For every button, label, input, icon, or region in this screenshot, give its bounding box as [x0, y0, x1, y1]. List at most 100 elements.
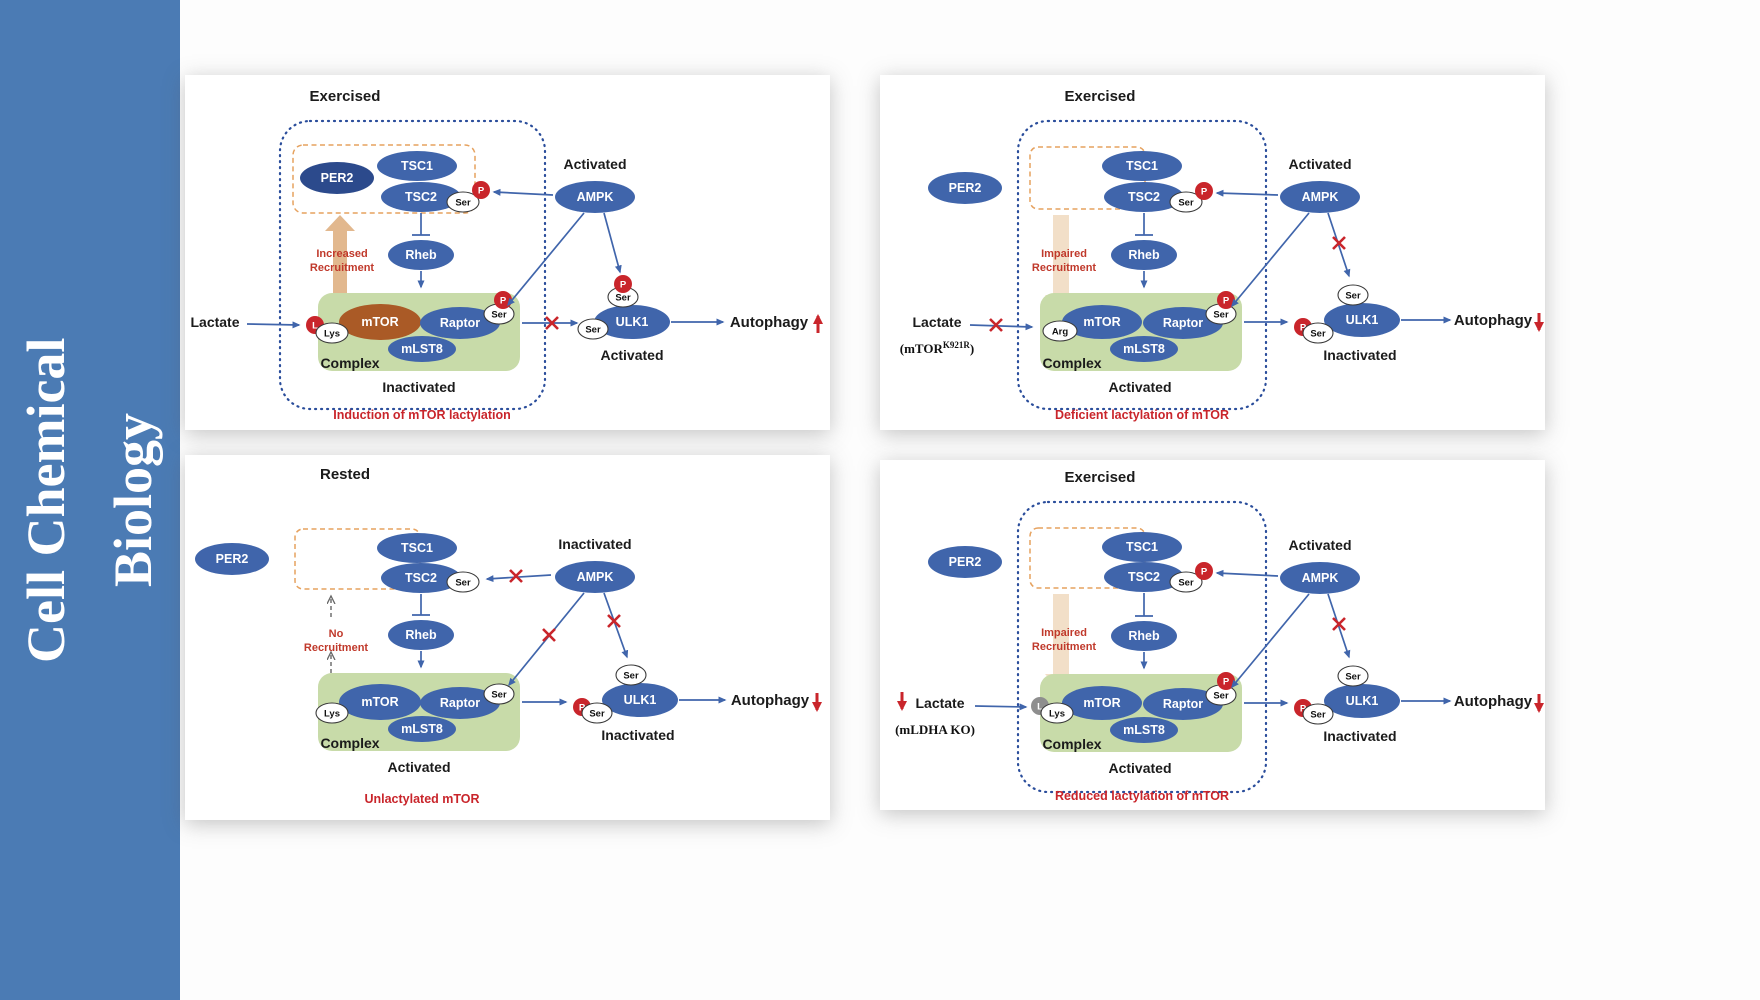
ser-badge-label: Ser [1310, 329, 1326, 340]
per2-node: PER2 [300, 162, 374, 194]
arg-badge: Arg [1042, 320, 1078, 342]
journal-sidebar: Cell Chemical Biology [0, 0, 180, 1000]
ampk-node: AMPK [1280, 181, 1360, 213]
tsc1-label: TSC1 [401, 159, 433, 173]
panel-caption: Deficient lactylation of mTOR [1055, 408, 1229, 422]
autophagy-label: Autophagy [1454, 312, 1533, 329]
ampk-status: Inactivated [558, 536, 631, 552]
tsc1-label: TSC1 [401, 541, 433, 555]
per2-label: PER2 [321, 171, 354, 185]
p-badge-label: P [1223, 677, 1230, 688]
tsc2-ser-badge: Ser [446, 191, 480, 213]
tsc2-ser-badge: Ser [1169, 571, 1203, 593]
tsc2-shape [381, 563, 461, 593]
panel-2-figure: Exercised PER2 TSC1 TSC2 Ser P Activated… [900, 88, 1544, 422]
p-badge-shape [1195, 182, 1213, 200]
tsc1-node: TSC1 [377, 533, 457, 563]
p-badge-label: P [579, 703, 586, 714]
raptor-ser-badge: Ser [483, 683, 515, 705]
mtor-node: mTOR [1062, 686, 1142, 720]
recruitment-word1: Impaired [1041, 248, 1087, 260]
panel-3-figure: Rested PER2 TSC1 TSC2 Ser Inactivated AM… [195, 466, 822, 806]
ampk-label: AMPK [1302, 190, 1339, 204]
complex-label: Complex [1042, 355, 1101, 371]
autophagy-label: Autophagy [730, 314, 809, 331]
panel-rested: Rested PER2 TSC1 TSC2 Ser Inactivated AM… [185, 455, 830, 820]
ser-badge-shape [1337, 665, 1369, 687]
panel-condition-title: Exercised [1065, 469, 1136, 486]
ulk1-node: ULK1 [602, 683, 678, 717]
note-main: (mTOR [900, 341, 944, 356]
p-badge-label: P [1300, 704, 1307, 715]
raptor-label: Raptor [440, 316, 480, 330]
per2-node: PER2 [928, 172, 1002, 204]
rheb-shape [388, 620, 454, 650]
ampk-shape [1280, 562, 1360, 594]
per2-label: PER2 [216, 552, 249, 566]
ulk1-label: ULK1 [624, 693, 657, 707]
ampk-label: AMPK [577, 570, 614, 584]
tsc1-shape [377, 151, 457, 181]
ulk1-label: ULK1 [1346, 694, 1379, 708]
mtor-label: mTOR [1083, 315, 1120, 329]
raptor-shape [1143, 688, 1223, 720]
ser-badge-label: Ser [1345, 672, 1361, 683]
ulk1-status: Activated [600, 347, 663, 363]
arrow-ampk-to-ulk1 [603, 592, 629, 659]
mtor-shape [339, 304, 421, 340]
panel-caption: Reduced lactylation of mTOR [1055, 789, 1229, 803]
recruitment-block-arrow [1045, 594, 1077, 692]
tsc1-shape [377, 533, 457, 563]
ulk1-ser-left-badge: Ser [1302, 703, 1334, 725]
ulk1-node: ULK1 [1324, 303, 1400, 337]
recruitment-block-arrow [1045, 215, 1077, 313]
recruitment-word1: Impaired [1041, 627, 1087, 639]
lys-badge-label: Lys [1049, 709, 1065, 720]
tsc2-phospho-badge: P [1195, 562, 1213, 580]
ampk-shape [555, 561, 635, 593]
arrow-ampk-to-tsc2 [1215, 569, 1279, 577]
ser-badge-shape [1337, 284, 1369, 306]
per2-label: PER2 [949, 181, 982, 195]
ser-badge-shape [1302, 322, 1334, 344]
ulk1-ser-left-badge: Ser [1302, 322, 1334, 344]
ulk1-ser-left-badge: Ser [577, 318, 609, 340]
lys-badge-shape [1040, 702, 1074, 724]
complex-status: Inactivated [382, 379, 455, 395]
lactate-label: Lactate [912, 314, 961, 330]
arrow-lactate-to-mtor [974, 703, 1028, 711]
per2-node: PER2 [928, 546, 1002, 578]
p-badge-label: P [500, 296, 507, 307]
recruitment-dashed-box [294, 528, 421, 590]
ampk-status: Activated [1288, 537, 1351, 553]
per2-shape [195, 543, 269, 575]
complex-label: Complex [1042, 736, 1101, 752]
tsc1-node: TSC1 [1102, 532, 1182, 562]
tsc2-node: TSC2 [1104, 562, 1184, 592]
lys-badge-shape [315, 702, 349, 724]
panel-condition-title: Exercised [310, 88, 381, 105]
block-x-ampk-complex [542, 628, 556, 642]
rheb-node: Rheb [1111, 240, 1177, 270]
rheb-label: Rheb [1128, 248, 1160, 262]
mlst8-node: mLST8 [1110, 336, 1178, 362]
arrow-ampk-to-complex [1231, 212, 1310, 308]
ser-badge-label: Ser [589, 709, 605, 720]
tsc2-node: TSC2 [1104, 182, 1184, 212]
rheb-label: Rheb [405, 628, 437, 642]
raptor-phospho-badge: P [1217, 672, 1235, 690]
p-badge-label: P [1300, 323, 1307, 334]
raptor-label: Raptor [1163, 697, 1203, 711]
recruitment-word1: Increased [316, 248, 367, 260]
l-badge-label: L [312, 321, 318, 332]
raptor-phospho-badge: P [494, 291, 512, 309]
panel-4-figure: Exercised PER2 TSC1 TSC2 Ser P Activated… [895, 469, 1544, 803]
tsc2-ser-badge: Ser [446, 571, 480, 593]
ulk1-status: Inactivated [1323, 728, 1396, 744]
autophagy-label: Autophagy [1454, 693, 1533, 710]
ser-badge-label: Ser [585, 325, 601, 336]
tsc2-ser-badge: Ser [1169, 191, 1203, 213]
p-badge-shape [472, 181, 490, 199]
tsc2-label: TSC2 [1128, 570, 1160, 584]
ser-badge-label: Ser [1310, 710, 1326, 721]
